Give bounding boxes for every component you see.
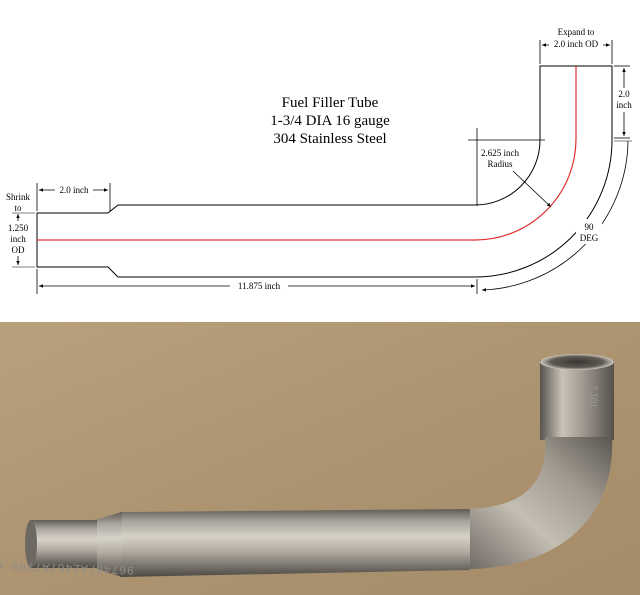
- tube-outline-outer: [36, 65, 613, 278]
- title-line-3: 304 Stainless Steel: [273, 131, 386, 147]
- tube-centerline: [37, 66, 577, 241]
- photo-tube-straight: [120, 509, 470, 577]
- photo-tube-left-opening: [25, 520, 37, 568]
- tube-drawing: Fuel Filler Tube 1-3/4 DIA 16 gauge 304 …: [5, 27, 633, 294]
- shrink-label-1: Shrink: [6, 192, 31, 202]
- bend-label-2: DEG: [580, 233, 599, 243]
- photo-tube-taper: [95, 512, 122, 577]
- photo-tube-expanded-end: [540, 360, 614, 440]
- radius-label-2: Radius: [487, 159, 512, 169]
- shrink-label-3: 1.250: [8, 223, 29, 233]
- length-label: 11.875 inch: [238, 281, 281, 291]
- photo-tube-shrunk-end: [30, 520, 97, 568]
- shrink-length-label: 2.0 inch: [60, 185, 89, 195]
- bend-dimension-arc: [481, 140, 629, 292]
- shrink-label-2: to: [14, 203, 22, 213]
- title-line-2: 1-3/4 DIA 16 gauge: [270, 113, 390, 129]
- height-label-1: 2.0: [618, 89, 630, 99]
- photo-tube-mouth: [540, 354, 614, 370]
- expand-label-1: Expand to: [558, 27, 595, 37]
- expand-label-2: 2.0 inch OD: [554, 39, 599, 49]
- height-label-2: inch: [616, 100, 632, 110]
- bend-label-1: 90: [585, 222, 595, 232]
- shrink-label-4: inch: [10, 234, 26, 244]
- shrink-label-5: OD: [12, 245, 25, 255]
- title-line-1: Fuel Filler Tube: [282, 95, 379, 111]
- tube-photo: 96746/A2467A7769 A554 ET A7815509 JML 01…: [0, 322, 640, 595]
- radius-leader: [512, 170, 552, 208]
- photo-tube-bend: [462, 437, 613, 569]
- radius-label-1: 2.625 inch: [481, 148, 519, 158]
- photo-stamp-top: 7J0L: [586, 384, 598, 410]
